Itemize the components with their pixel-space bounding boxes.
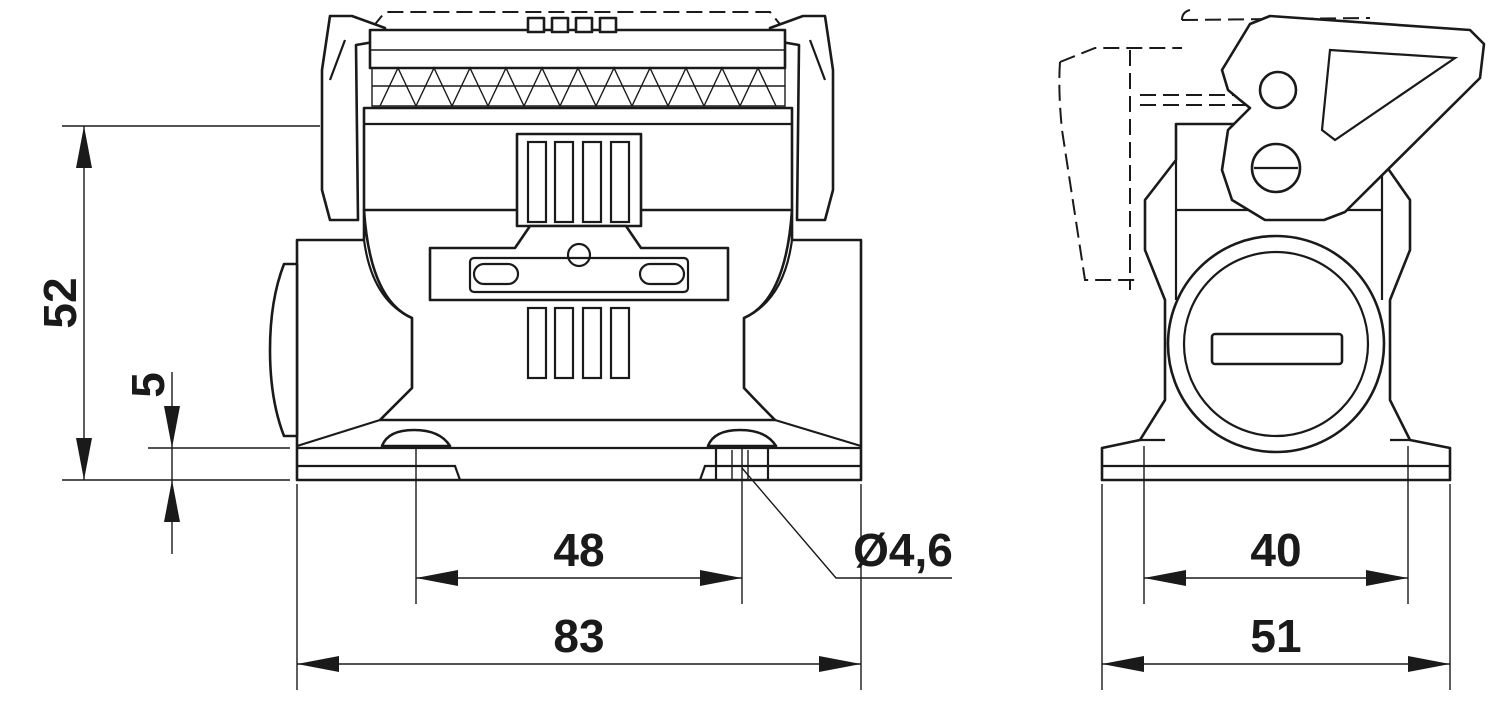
dim-label-diameter: Ø4,6 bbox=[853, 524, 953, 576]
dimension-lines bbox=[62, 125, 1451, 690]
dim-label-52: 52 bbox=[34, 277, 86, 328]
dim-label-83: 83 bbox=[553, 610, 604, 662]
front-base-flange bbox=[296, 418, 862, 481]
front-ribs-lower bbox=[526, 306, 631, 380]
front-ribs-upper bbox=[515, 132, 643, 228]
dim-label-51: 51 bbox=[1250, 610, 1301, 662]
front-locking-lever bbox=[320, 14, 835, 222]
front-cover-dashed-outline bbox=[371, 11, 784, 29]
dim-label-5: 5 bbox=[122, 372, 174, 398]
dim-label-48: 48 bbox=[553, 524, 604, 576]
dimension-labels: 52 5 48 Ø4,6 83 40 51 bbox=[34, 277, 1302, 662]
side-view bbox=[1058, 9, 1486, 482]
side-cap-slot bbox=[1210, 332, 1344, 366]
front-side-bump bbox=[268, 262, 299, 438]
front-label-plate bbox=[428, 224, 730, 302]
front-view bbox=[268, 11, 863, 482]
side-locking-lever bbox=[1220, 14, 1486, 222]
dim-label-40: 40 bbox=[1250, 524, 1301, 576]
